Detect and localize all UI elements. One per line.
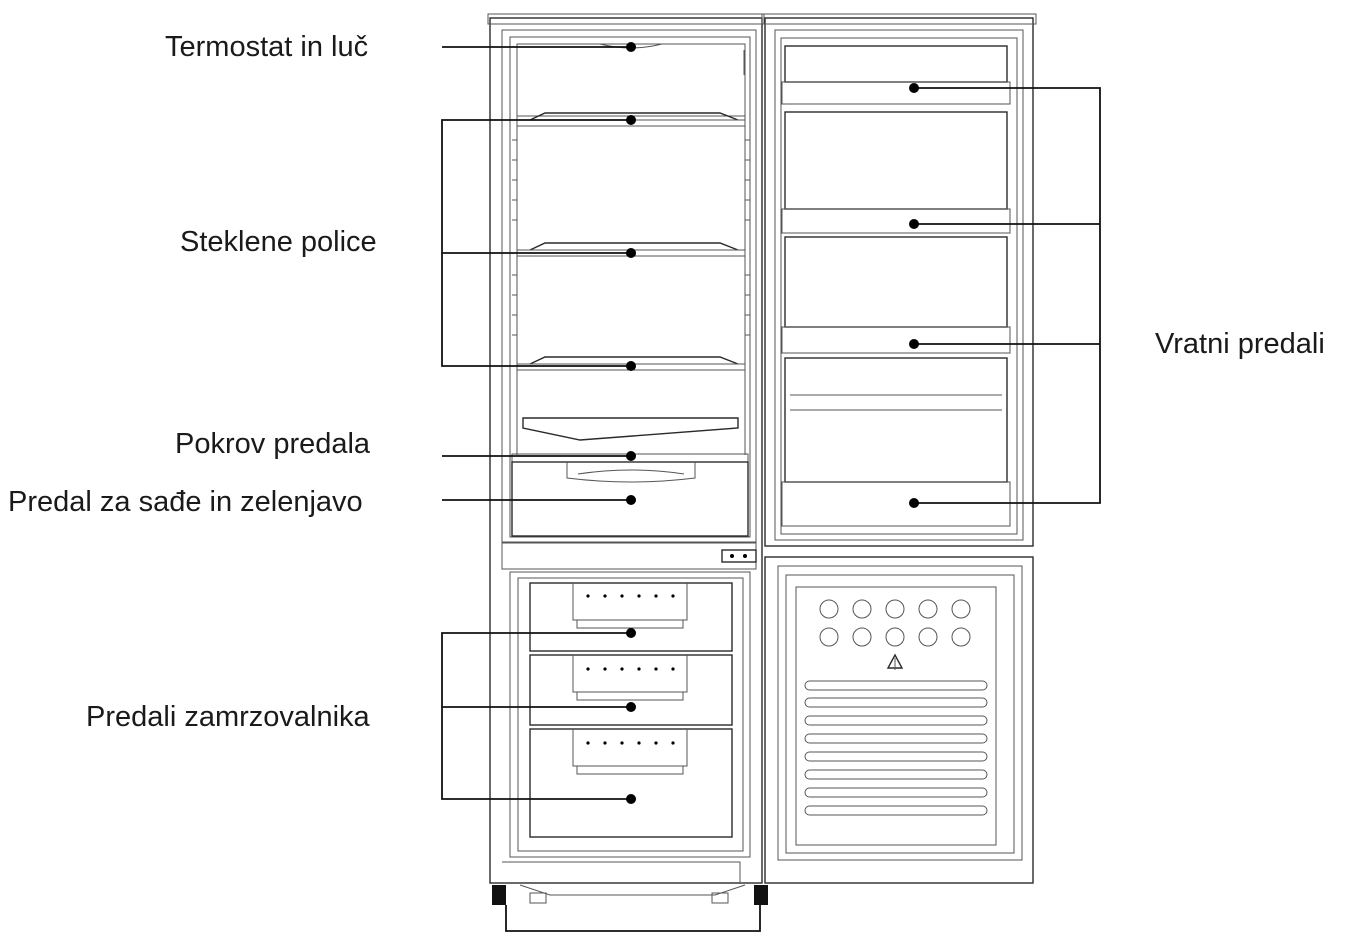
freezer-drawer bbox=[529, 654, 733, 726]
leader-thermostat bbox=[442, 42, 636, 52]
leader-glass-shelves bbox=[441, 115, 636, 371]
door-ribs bbox=[804, 680, 988, 816]
cabinet-body bbox=[487, 13, 765, 884]
freezer-drawer bbox=[529, 728, 733, 838]
leader-crisper bbox=[442, 495, 636, 505]
recycle-icon bbox=[886, 653, 904, 670]
ice-mold bbox=[819, 599, 971, 647]
label-freezer-drawers: Predali zamrzovalnika bbox=[86, 701, 371, 733]
freezer-drawer bbox=[529, 582, 733, 652]
label-thermostat: Termostat in luč bbox=[165, 31, 368, 63]
door-bin bbox=[781, 111, 1011, 234]
label-crisper: Predal za sađe in zelenjavo bbox=[8, 486, 363, 518]
leader-drawer-cover bbox=[442, 451, 636, 461]
freezer-door bbox=[764, 556, 1034, 884]
freezer-compartment bbox=[509, 571, 751, 858]
leader-freezer-drawers bbox=[441, 628, 636, 804]
door-bin bbox=[781, 236, 1011, 354]
label-door-bins: Vratni predali bbox=[1155, 328, 1325, 360]
cabinet-divider bbox=[501, 542, 757, 570]
shelf-supports-right bbox=[745, 139, 750, 336]
shelf-supports-left bbox=[512, 139, 517, 336]
label-drawer-cover: Pokrov predala bbox=[175, 428, 371, 460]
leader-door-bins bbox=[909, 83, 1101, 508]
label-glass-shelves: Steklene police bbox=[180, 226, 377, 258]
base-feet bbox=[492, 861, 768, 932]
fridge-door bbox=[761, 13, 1037, 547]
crisper-drawer bbox=[511, 461, 749, 537]
door-bin bbox=[781, 45, 1011, 105]
door-bin bbox=[781, 357, 1011, 527]
